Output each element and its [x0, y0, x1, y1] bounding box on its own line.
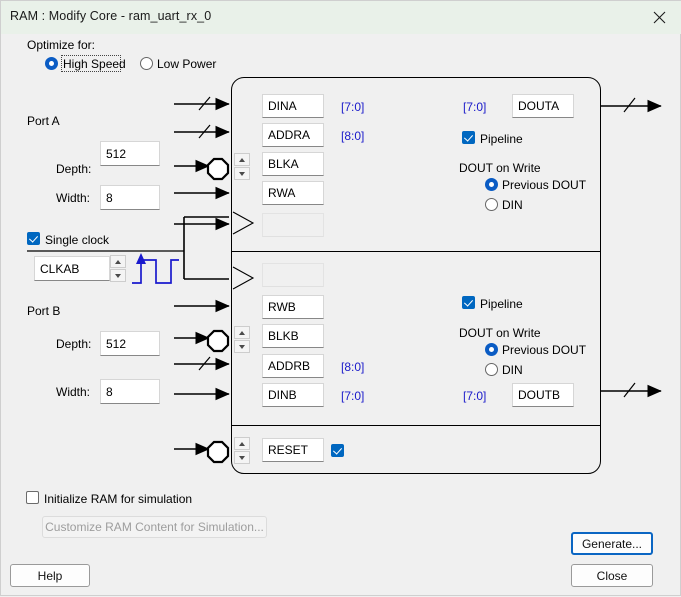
customize-ram-content-button: Customize RAM Content for Simulation... — [42, 516, 267, 538]
initialize-ram-checkbox[interactable] — [26, 491, 39, 504]
port-b-blk-polarity-spinner[interactable] — [234, 326, 250, 353]
port-a-depth-input[interactable] — [100, 141, 160, 166]
port-a-blk-spinner-down[interactable] — [234, 167, 250, 180]
optimize-for-label: Optimize for: — [27, 38, 96, 52]
port-a-dout-on-write-label: DOUT on Write — [459, 161, 541, 175]
close-button[interactable]: Close — [571, 564, 653, 587]
port-a-radio-din-label: DIN — [502, 198, 523, 212]
signal-rwa-input[interactable] — [262, 181, 324, 205]
reset-enable-checkbox[interactable] — [331, 444, 344, 457]
clock-spinner-up[interactable] — [110, 255, 126, 268]
clock-edge-arrow-icon — [136, 253, 146, 264]
clock-name-input[interactable] — [34, 256, 110, 281]
port-a-blk-polarity-spinner[interactable] — [234, 153, 250, 180]
port-b-pipeline-checkbox[interactable] — [462, 296, 475, 309]
port-b-blk-spinner-up[interactable] — [234, 326, 250, 339]
reset-spinner-up[interactable] — [234, 437, 250, 450]
signal-blkb-input[interactable] — [262, 324, 324, 348]
port-b-title: Port B — [27, 304, 61, 318]
port-b-blk-spinner-down[interactable] — [234, 340, 250, 353]
radio-low-power-label: Low Power — [157, 57, 217, 71]
signal-dinb-bus: [7:0] — [341, 389, 365, 403]
single-clock-checkbox[interactable] — [27, 232, 40, 245]
signal-dina-bus: [7:0] — [341, 100, 365, 114]
reset-polarity-spinner[interactable] — [234, 437, 250, 464]
signal-doutb-input[interactable] — [512, 383, 574, 407]
signal-rwb-input[interactable] — [262, 295, 324, 319]
signal-reset-input[interactable] — [262, 438, 324, 462]
port-b-depth-label: Depth: — [56, 337, 92, 351]
initialize-ram-label: Initialize RAM for simulation — [44, 492, 193, 506]
port-b-depth-input[interactable] — [100, 331, 160, 356]
port-b-radio-din-label: DIN — [502, 363, 523, 377]
clock-spinner[interactable] — [110, 255, 126, 282]
port-a-pipeline-label: Pipeline — [480, 132, 523, 146]
ram-block-diagram — [231, 77, 601, 474]
port-b-width-input[interactable] — [100, 379, 160, 404]
radio-low-power[interactable] — [140, 57, 153, 70]
port-a-depth-label: Depth: — [56, 162, 92, 176]
port-a-radio-previous-dout-label: Previous DOUT — [502, 178, 587, 192]
signal-addrb-bus: [8:0] — [341, 360, 365, 374]
diagram-divider-b-reset — [232, 425, 600, 426]
port-b-pipeline-label: Pipeline — [480, 297, 523, 311]
diagram-divider-a-b — [232, 251, 600, 252]
signal-addrb-input[interactable] — [262, 354, 324, 378]
port-b-dout-on-write-label: DOUT on Write — [459, 326, 541, 340]
port-a-out-bus: [7:0] — [463, 100, 487, 114]
port-a-radio-din[interactable] — [485, 198, 498, 211]
title-bar: RAM : Modify Core - ram_uart_rx_0 — [1, 1, 681, 34]
close-icon[interactable] — [636, 1, 681, 34]
signal-clka-input — [262, 213, 324, 237]
port-a-title: Port A — [27, 114, 60, 128]
signal-blka-input[interactable] — [262, 152, 324, 176]
help-button[interactable]: Help — [10, 564, 90, 587]
signal-addra-bus: [8:0] — [341, 129, 365, 143]
reset-spinner-down[interactable] — [234, 451, 250, 464]
single-clock-label: Single clock — [45, 233, 110, 247]
signal-dinb-input[interactable] — [262, 383, 324, 407]
signal-clkb-input — [262, 263, 324, 287]
port-a-pipeline-checkbox[interactable] — [462, 131, 475, 144]
port-b-width-label: Width: — [56, 385, 91, 399]
port-b-out-bus: [7:0] — [463, 389, 487, 403]
clock-spinner-down[interactable] — [110, 269, 126, 282]
signal-douta-input[interactable] — [512, 94, 574, 118]
signal-addra-input[interactable] — [262, 123, 324, 147]
port-a-blk-spinner-up[interactable] — [234, 153, 250, 166]
signal-dina-input[interactable] — [262, 94, 324, 118]
port-b-radio-din[interactable] — [485, 363, 498, 376]
radio-high-speed-label: High Speed — [63, 57, 126, 71]
radio-high-speed[interactable] — [45, 57, 58, 70]
port-b-radio-previous-dout-label: Previous DOUT — [502, 343, 587, 357]
generate-button[interactable]: Generate... — [571, 532, 653, 555]
port-b-radio-previous-dout[interactable] — [485, 343, 498, 356]
port-a-width-input[interactable] — [100, 185, 160, 210]
port-a-width-label: Width: — [56, 191, 91, 205]
port-a-radio-previous-dout[interactable] — [485, 178, 498, 191]
window-title: RAM : Modify Core - ram_uart_rx_0 — [10, 9, 212, 23]
high-speed-focus-rect — [61, 55, 121, 72]
